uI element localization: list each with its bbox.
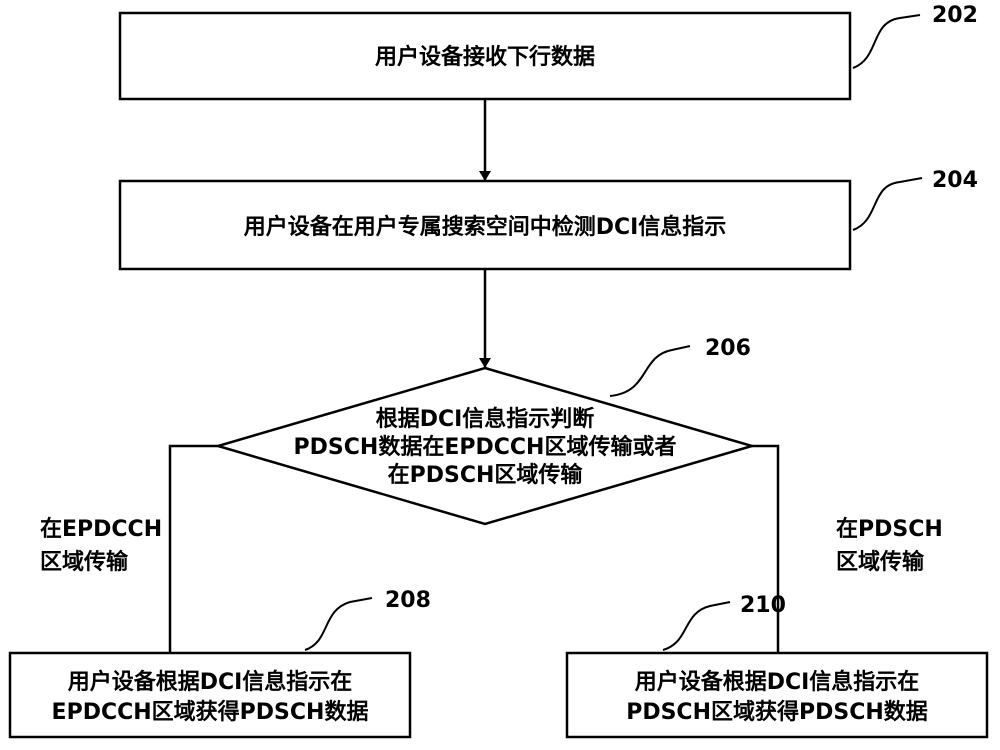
obtain-epdcch-text-line1: 用户设备根据DCI信息指示在 (68, 669, 353, 695)
receive-text: 用户设备接收下行数据 (375, 44, 595, 70)
obtain-pdsch-ref: 210 (740, 593, 786, 618)
right-branch-line (752, 444, 780, 652)
receive-box (118, 11, 852, 101)
receive-ref: 202 (932, 3, 978, 28)
obtain-pdsch-text-line2: PDSCH区域获得PDSCH数据 (626, 699, 928, 725)
decide-text-line3: 在PDSCH区域传输 (388, 462, 584, 488)
right-branch-label-line2: 区域传输 (836, 549, 925, 575)
obtain-epdcch-ref: 208 (385, 588, 431, 613)
decide-diamond (213, 366, 757, 526)
left-branch-label-line1: 在EPDCCH (40, 516, 162, 542)
decide-text-line1: 根据DCI信息指示判断 (376, 406, 595, 432)
obtain-pdsch-ref-leader (662, 601, 731, 651)
obtain-pdsch-text-line1: 用户设备根据DCI信息指示在 (635, 669, 920, 695)
receive-ref-leader (852, 14, 921, 69)
decide-ref-leader (609, 345, 691, 397)
decide-ref: 206 (705, 336, 751, 361)
left-branch-label-line2: 区域传输 (40, 549, 129, 575)
right-branch-label-line1: 在PDSCH (836, 516, 943, 542)
obtain-epdcch-box (8, 651, 412, 739)
obtain-epdcch-ref-leader (304, 597, 373, 651)
detect-ref-leader (852, 177, 923, 231)
obtain-epdcch-text-line2: EPDCCH区域获得PDSCH数据 (52, 699, 369, 725)
detect-text: 用户设备在用户专属搜索空间中检测DCI信息指示 (244, 214, 727, 240)
detect-ref: 204 (932, 168, 978, 193)
left-branch-line (168, 444, 218, 652)
detect-box (118, 179, 852, 271)
obtain-pdsch-box (565, 651, 989, 739)
decide-text-line2: PDSCH数据在EPDCCH区域传输或者 (294, 434, 677, 460)
